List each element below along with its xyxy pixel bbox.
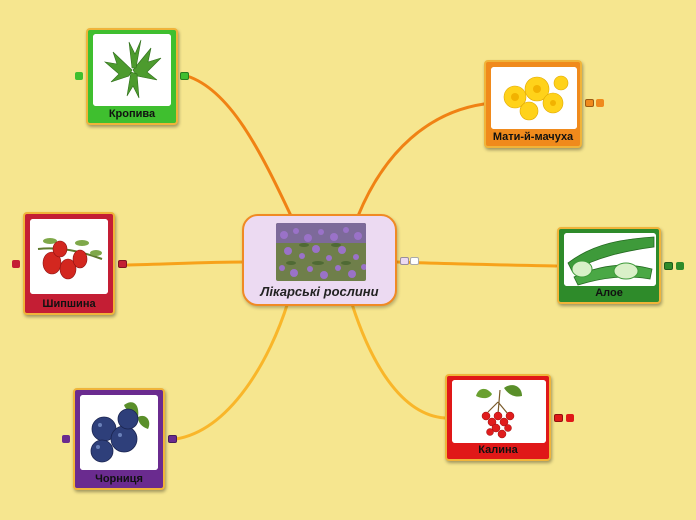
link-shypshyna <box>128 262 244 265</box>
collapse-dot-icon[interactable] <box>62 435 70 443</box>
node-label: Алое <box>559 287 659 299</box>
collapse-dot-icon[interactable] <box>12 260 20 268</box>
link-kalyna <box>352 304 445 418</box>
note-icon[interactable] <box>118 260 127 268</box>
note-icon[interactable] <box>554 414 563 422</box>
central-title: Лікарські рослини <box>244 284 395 299</box>
node-kropyva[interactable]: Кропива <box>86 28 178 125</box>
node-label: Кропива <box>88 108 176 120</box>
node-label: Калина <box>447 444 549 456</box>
node-aloe[interactable]: Алое <box>557 227 661 304</box>
node-chornytsia[interactable]: Чорниця <box>73 388 165 490</box>
node-label: Шипшина <box>25 298 113 310</box>
central-image <box>276 223 366 281</box>
link-kropyva <box>187 76 292 218</box>
link-icon[interactable] <box>410 257 419 265</box>
rosehip-icon <box>30 219 108 294</box>
node-label: Мати-й-мачуха <box>486 131 580 143</box>
note-icon[interactable] <box>585 99 594 107</box>
viburnum-icon <box>452 380 546 443</box>
aloe-icon <box>564 233 656 286</box>
link-aloe <box>397 262 556 266</box>
note-icon[interactable] <box>180 72 189 80</box>
node-shypshyna[interactable]: Шипшина <box>23 212 115 315</box>
note-icon[interactable] <box>168 435 177 443</box>
node-label: Чорниця <box>75 473 163 485</box>
link-chornytsia <box>176 302 288 439</box>
collapse-dot-icon[interactable] <box>596 99 604 107</box>
central-topic[interactable]: Лікарські рослини <box>242 214 397 306</box>
node-kalyna[interactable]: Калина <box>445 374 551 461</box>
node-matyimachukha[interactable]: Мати-й-мачуха <box>484 60 582 148</box>
flower-field-icon <box>276 223 366 281</box>
collapse-dot-icon[interactable] <box>75 72 83 80</box>
link-matyimachukha <box>358 104 484 216</box>
collapse-dot-icon[interactable] <box>566 414 574 422</box>
coltsfoot-icon <box>491 67 577 129</box>
nettle-icon <box>93 34 171 106</box>
note-icon[interactable] <box>400 257 409 265</box>
collapse-dot-icon[interactable] <box>676 262 684 270</box>
blueberry-icon <box>80 395 158 470</box>
note-icon[interactable] <box>664 262 673 270</box>
